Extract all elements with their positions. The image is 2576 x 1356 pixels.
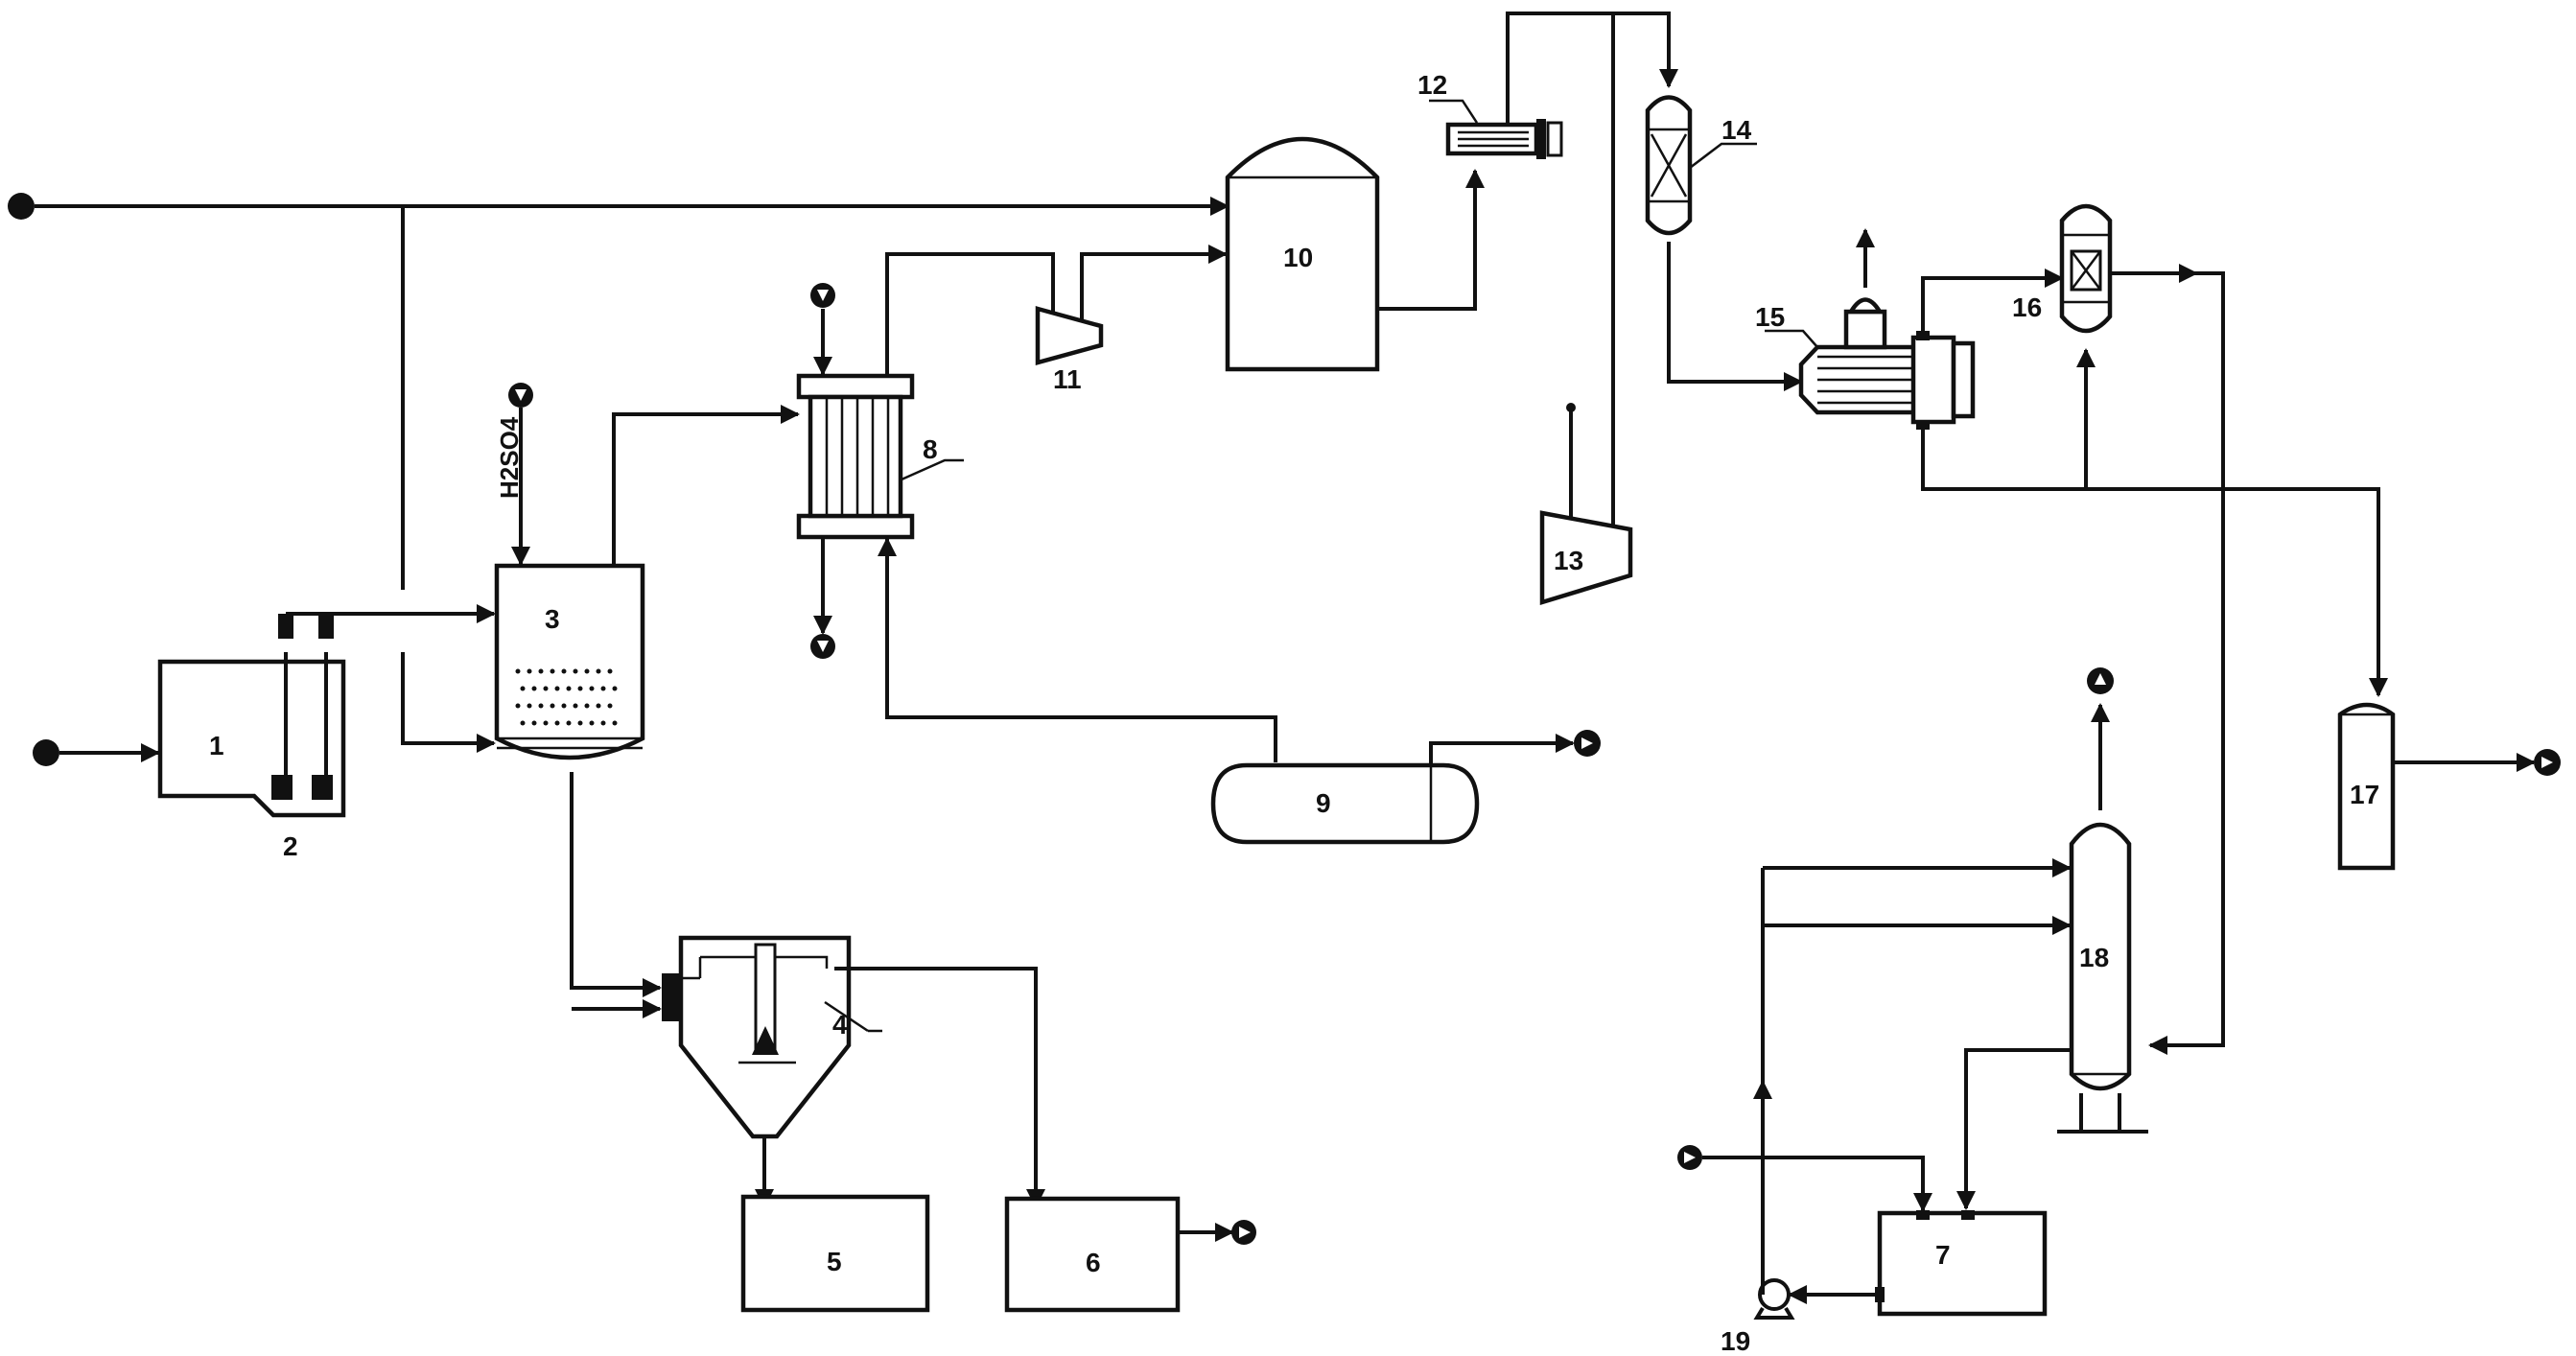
label-5: 5 <box>827 1247 842 1276</box>
compressor-11: 11 <box>1035 245 1228 394</box>
cooler-12: 12 <box>1417 12 1678 527</box>
label-12: 12 <box>1417 70 1447 100</box>
tank-9: 9 <box>1210 730 1601 845</box>
label-1: 1 <box>209 731 224 760</box>
label-7: 7 <box>1935 1240 1951 1270</box>
exchanger-15: 15 <box>1755 228 2380 662</box>
column-14: 14 <box>1645 95 1803 391</box>
label-14: 14 <box>1721 115 1752 145</box>
tank-10: 10 <box>1225 136 1485 372</box>
settler-4: 4 <box>662 935 1045 1208</box>
label-19: 19 <box>1721 1326 1750 1356</box>
label-11: 11 <box>1053 364 1082 394</box>
drum-16: 16 <box>2012 203 2225 1055</box>
submersible-pumps-2: 2 <box>271 604 496 861</box>
vessel-17: 17 <box>2337 662 2561 871</box>
h2so4-label: H2SO4 <box>495 416 524 499</box>
label-16: 16 <box>2012 292 2042 322</box>
label-6: 6 <box>1086 1248 1101 1277</box>
label-8: 8 <box>923 434 938 464</box>
label-15: 15 <box>1755 302 1785 332</box>
tank-5: 5 <box>740 1194 930 1313</box>
tank-6: 6 <box>1004 1196 1256 1313</box>
expander-13: 13 <box>1539 403 1633 606</box>
label-18: 18 <box>2079 943 2109 972</box>
heat-exchanger-8: 8 <box>796 252 1277 762</box>
feed-tank-1: 1 <box>33 659 346 818</box>
label-3: 3 <box>545 604 560 634</box>
label-9: 9 <box>1316 788 1331 818</box>
tank-7: 7 <box>1677 1145 2048 1317</box>
label-17: 17 <box>2350 780 2379 809</box>
reactor-3: 3 H2SO4 <box>494 383 800 1018</box>
label-13: 13 <box>1554 546 1583 575</box>
label-2: 2 <box>283 831 298 861</box>
tower-18: 18 <box>1763 667 2148 1210</box>
label-10: 10 <box>1283 243 1313 272</box>
main-feed-line <box>8 193 1229 753</box>
pump-19: 19 <box>1721 868 1885 1356</box>
label-4: 4 <box>832 1010 848 1040</box>
